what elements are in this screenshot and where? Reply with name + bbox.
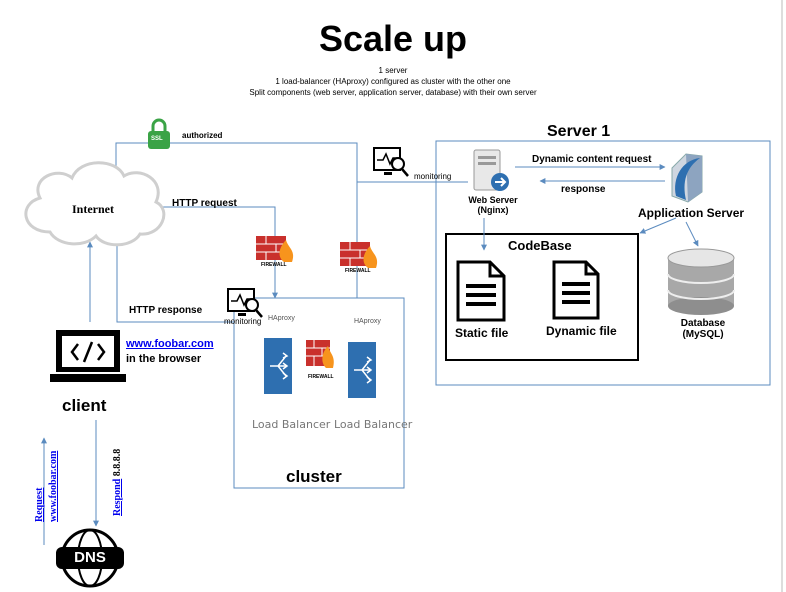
http-request-line: [152, 206, 278, 299]
dns-globe-icon: [56, 528, 124, 588]
web-server-icon: [473, 149, 509, 191]
cluster-label: cluster: [286, 467, 342, 486]
subtitle-line-2: 1 load-balancer (HAproxy) configured as …: [275, 77, 511, 86]
dns-respond-link[interactable]: Respond: [112, 478, 123, 516]
static-file-label: Static file: [455, 326, 509, 340]
firewall-label-left: FIREWALL: [261, 262, 287, 268]
application-server-label: Application Server: [638, 206, 745, 220]
dynamic-request-label: Dynamic content request: [532, 154, 652, 165]
server1-label: Server 1: [547, 123, 611, 140]
codebase-label: CodeBase: [508, 238, 572, 253]
dns-label: DNS: [74, 549, 106, 566]
server1-box: [435, 140, 771, 386]
dns-request-link[interactable]: Request: [34, 487, 45, 522]
client-label: client: [62, 396, 107, 415]
http-response-label: HTTP response: [129, 305, 203, 316]
dns-request-label: Request: [34, 488, 45, 522]
ssl-lock-icon: [148, 118, 170, 149]
load-balancer-icon-left: [264, 338, 292, 394]
dynamic-file-label: Dynamic file: [546, 324, 617, 338]
static-file-icon: [456, 260, 506, 322]
dynamic-file-icon: [552, 260, 600, 320]
database-icon: [667, 248, 735, 315]
app-codebase-arrow: [639, 217, 677, 234]
load-balancer-icon-right: [348, 342, 376, 398]
monitoring-icon-top: [373, 147, 409, 177]
database-name: Database: [680, 318, 726, 329]
browser-url-link[interactable]: www.foobar.com: [126, 338, 214, 350]
web-server-label: Web Server (Nginx): [464, 195, 522, 215]
application-server-icon: [671, 153, 703, 203]
subtitle-line-1: 1 server: [378, 66, 408, 75]
http-response-line: [114, 239, 234, 323]
browser-suffix: in the browser: [126, 353, 202, 365]
firewall-icon-cluster: [306, 340, 334, 368]
page-title: Scale up: [318, 18, 468, 59]
load-balancer-label-left: Load Balancer: [252, 418, 331, 431]
subtitle-line-3: Split components (web server, applicatio…: [249, 88, 537, 97]
http-request-label: HTTP request: [172, 198, 237, 209]
monitoring-icon-lower: [227, 288, 263, 318]
authorized-label: authorized: [182, 131, 223, 140]
dns-request-domain-link[interactable]: www.foobar.com: [48, 450, 59, 522]
cluster-box: [233, 297, 405, 489]
dns-request-domain-label: www.foobar.com: [48, 451, 59, 522]
ssl-path-line: [115, 142, 358, 298]
load-balancer-label-right: Load Balancer: [334, 418, 413, 431]
haproxy-label-left: HAproxy: [268, 315, 295, 322]
monitoring-label-lower: monitoring: [224, 317, 262, 326]
internet-label: Internet: [72, 202, 114, 216]
codebase-box: [445, 233, 639, 361]
monitoring-label-top: monitoring: [414, 172, 452, 181]
ssl-label: SSL: [151, 136, 163, 142]
database-label: Database (MySQL): [672, 318, 734, 340]
firewall-icon-left: [256, 236, 294, 262]
haproxy-label-right: HAproxy: [354, 318, 381, 325]
browser-text: www.foobar.com in the browser: [126, 336, 214, 366]
web-server-sub: (Nginx): [477, 205, 509, 215]
web-server-name: Web Server: [468, 195, 518, 205]
laptop-icon: [50, 330, 126, 382]
internet-cloud: [24, 161, 166, 247]
firewall-label-cluster: FIREWALL: [308, 374, 334, 380]
dns-respond-label: Respond 8.8.8.8: [112, 449, 123, 516]
response-label: response: [561, 184, 606, 195]
firewall-icon-right: [340, 242, 378, 268]
dns-respond-ip: 8.8.8.8: [112, 448, 123, 477]
database-sub: (MySQL): [682, 329, 724, 340]
firewall-label-right: FIREWALL: [345, 268, 371, 274]
app-database-arrow: [685, 221, 699, 247]
